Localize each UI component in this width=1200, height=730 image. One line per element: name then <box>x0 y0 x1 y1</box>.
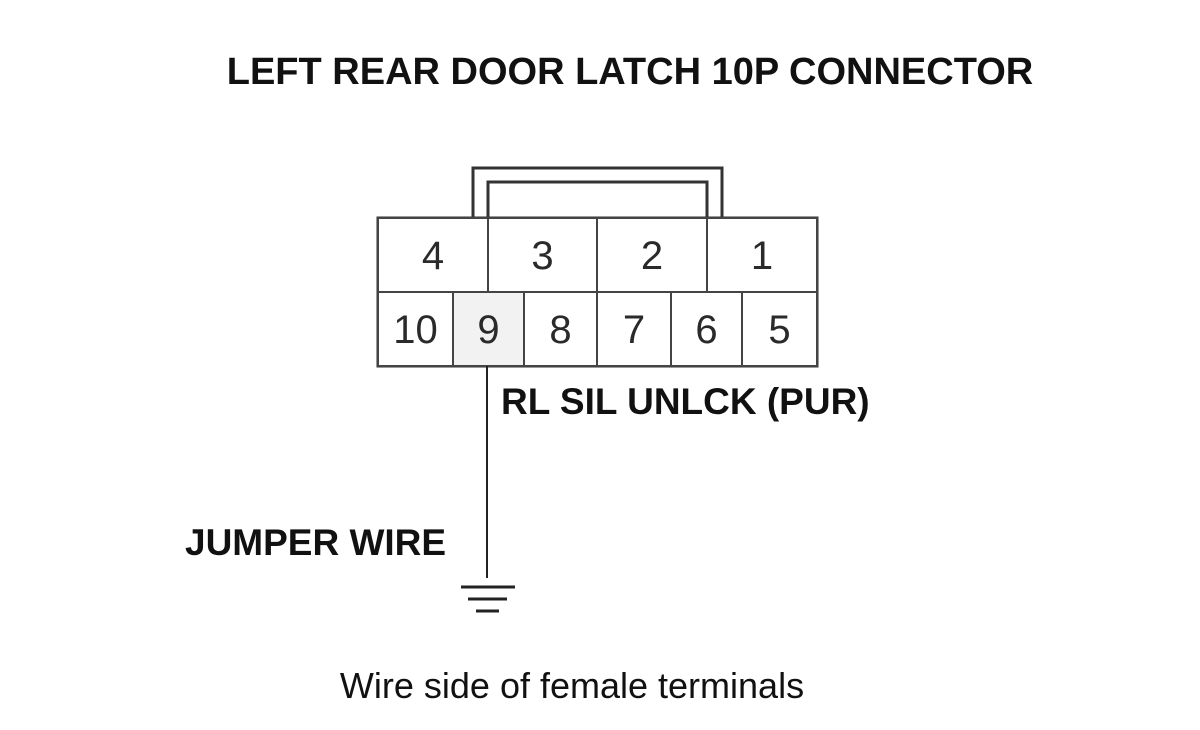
wire-label: RL SIL UNLCK (PUR) <box>501 381 870 422</box>
pin-cell-4 <box>377 217 489 293</box>
diagram-caption: Wire side of female terminals <box>340 665 804 706</box>
pin-cell-1 <box>706 217 818 293</box>
pin-number-9: 9 <box>477 308 499 352</box>
pin-number-5: 5 <box>768 308 790 352</box>
pin-cell-8 <box>523 291 598 367</box>
pin-number-4: 4 <box>422 234 444 278</box>
pin-number-10: 10 <box>393 308 438 352</box>
latch-tab-inner <box>486 180 709 218</box>
diagram-title: LEFT REAR DOOR LATCH 10P CONNECTOR <box>227 51 1034 93</box>
pin-cell-5 <box>741 291 818 367</box>
pin-cell-7 <box>596 291 672 367</box>
pin-cell-6 <box>670 291 743 367</box>
ground-icon <box>461 585 515 613</box>
pin-number-3: 3 <box>531 234 553 278</box>
connector-bottom-row: 10 9 8 7 6 5 <box>377 291 818 367</box>
connector-top-row: 4 3 2 1 <box>377 217 818 293</box>
pin-number-2: 2 <box>641 234 663 278</box>
pin-cell-9 <box>452 291 525 367</box>
pin-cell-10 <box>377 291 454 367</box>
pin-number-1: 1 <box>751 234 773 278</box>
pin-cell-2 <box>596 217 708 293</box>
pin-number-8: 8 <box>549 308 571 352</box>
latch-tab-outer <box>471 166 724 218</box>
pin-number-7: 7 <box>623 308 645 352</box>
pin-number-6: 6 <box>695 308 717 352</box>
jumper-wire-label: JUMPER WIRE <box>185 522 446 563</box>
